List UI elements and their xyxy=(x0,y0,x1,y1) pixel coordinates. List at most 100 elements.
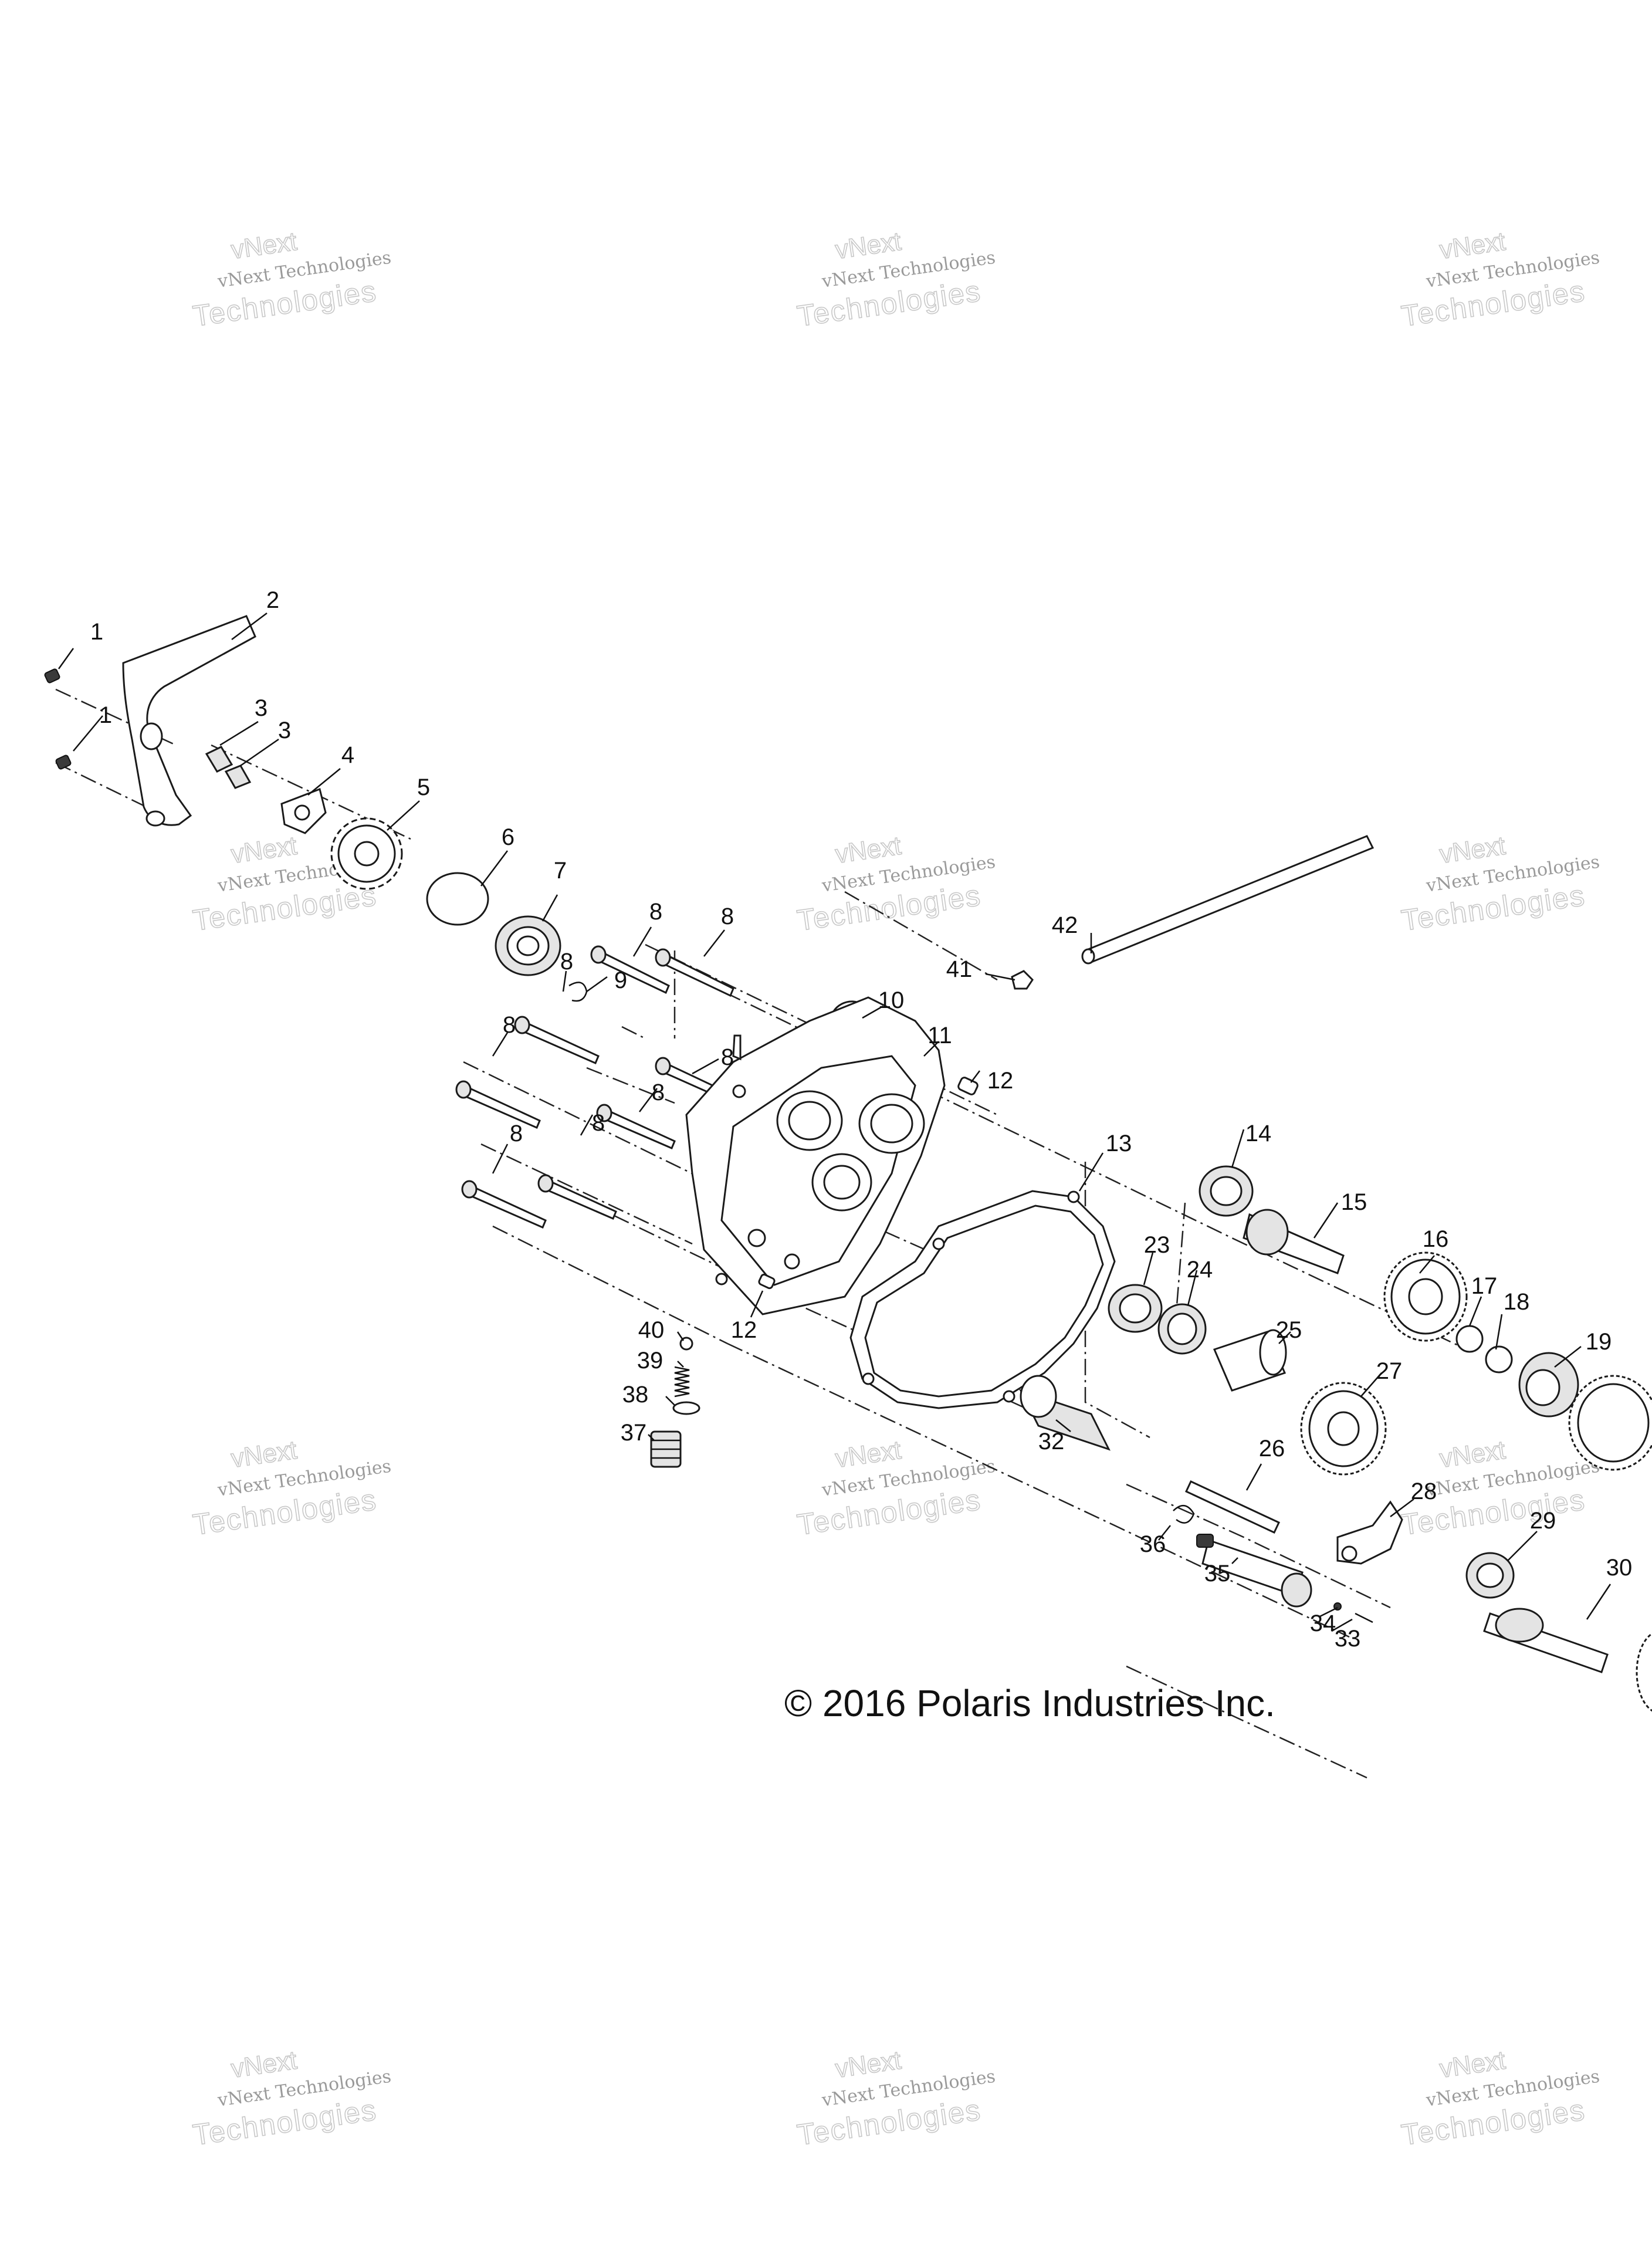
svg-text:vNext: vNext xyxy=(229,831,299,869)
svg-text:vNext: vNext xyxy=(834,831,903,869)
callout-label: 4 xyxy=(341,742,354,768)
callout-label: 13 xyxy=(1106,1131,1132,1156)
guard-bracket-part-2 xyxy=(122,615,256,827)
callout-label: 27 xyxy=(1376,1358,1403,1384)
callout-label: 24 xyxy=(1187,1257,1213,1283)
shift-fork-part-28 xyxy=(1336,1500,1403,1565)
washer-part-38 xyxy=(672,1401,700,1415)
watermark: vNext vNext Technologies Technologies xyxy=(795,1435,997,1542)
svg-text:vNext: vNext xyxy=(1438,1436,1507,1473)
bolt-part-8c xyxy=(514,1016,600,1064)
countershaft-part-30 xyxy=(1483,1608,1609,1673)
callout-label: 8 xyxy=(649,899,662,925)
callout-label: 2 xyxy=(266,587,279,613)
callout-label: 9 xyxy=(614,967,627,993)
shift-shaft-part-35 xyxy=(1196,1534,1312,1608)
watermark: vNext vNext Technologies Technologies xyxy=(1399,831,1601,938)
watermark: vNext vNext Technologies Technologies xyxy=(191,2045,392,2152)
callout-label: 3 xyxy=(255,695,268,721)
hub-part-19 xyxy=(1518,1352,1579,1418)
callout-label: 14 xyxy=(1245,1121,1272,1146)
callout-label: 29 xyxy=(1530,1508,1556,1534)
ring-part-17 xyxy=(1455,1325,1484,1353)
leader-lines xyxy=(57,613,1612,1632)
bolt-part-8h xyxy=(461,1180,547,1229)
svg-text:vNext: vNext xyxy=(834,2046,903,2083)
sprocket-part-5 xyxy=(330,817,403,890)
input-shaft-part-15 xyxy=(1243,1209,1345,1274)
gear-part-16 xyxy=(1383,1251,1468,1342)
callout-label: 8 xyxy=(721,904,734,929)
callout-label: 16 xyxy=(1423,1226,1449,1252)
watermark: vNext vNext Technologies Technologies xyxy=(191,226,392,333)
callout-label: 11 xyxy=(927,1023,952,1048)
callout-label: 15 xyxy=(1341,1189,1367,1215)
gasket-part-13 xyxy=(849,1190,1116,1409)
callout-label: 32 xyxy=(1038,1429,1065,1454)
watermark: vNext vNext Technologies Technologies xyxy=(795,831,997,938)
callout-label: 35 xyxy=(1204,1561,1231,1586)
gear-bottom-right-edge xyxy=(1636,1632,1652,1712)
gear-part-27 xyxy=(1300,1382,1387,1476)
callout-label: 37 xyxy=(621,1420,647,1446)
svg-text:vNext: vNext xyxy=(1438,227,1507,265)
watermark: vNext vNext Technologies Technologies xyxy=(795,226,997,333)
svg-text:vNext: vNext xyxy=(1438,831,1507,869)
callout-label: 23 xyxy=(1144,1232,1170,1258)
copyright-notice: © 2016 Polaris Industries Inc. xyxy=(784,1682,1275,1724)
callout-label: 17 xyxy=(1471,1273,1498,1299)
callout-label: 1 xyxy=(99,702,112,728)
callout-label: 5 xyxy=(417,774,430,800)
snap-ring-part-18 xyxy=(1485,1345,1513,1374)
callout-label: 41 xyxy=(946,956,973,982)
vent-tube-part-42 xyxy=(1081,835,1375,965)
watermark: vNext vNext Technologies Technologies xyxy=(1399,226,1601,333)
callout-label: 18 xyxy=(1504,1289,1530,1315)
bolt-part-8d xyxy=(455,1080,541,1129)
callout-labels: 1 1 2 3 3 4 5 6 7 8 8 8 9 8 10 11 8 12 8… xyxy=(90,587,1632,1652)
shift-rod-part-26 xyxy=(1185,1480,1280,1534)
callout-label: 8 xyxy=(510,1121,523,1146)
callout-label: 26 xyxy=(1259,1436,1285,1462)
shift-drum-part-32 xyxy=(1019,1375,1111,1451)
plug-part-37 xyxy=(650,1430,682,1468)
callout-label: 42 xyxy=(1052,912,1078,938)
watermark: vNext vNext Technologies Technologies xyxy=(191,1435,392,1542)
svg-text:vNext: vNext xyxy=(229,2046,299,2083)
dowel-pin-part-12b xyxy=(758,1273,776,1290)
needle-bearing-part-23 xyxy=(1108,1284,1163,1333)
callout-label: 34 xyxy=(1310,1611,1336,1636)
bolt-part-8b xyxy=(655,948,734,997)
snap-ring-part-6 xyxy=(426,872,489,926)
svg-text:vNext: vNext xyxy=(834,227,903,265)
svg-text:vNext: vNext xyxy=(834,1436,903,1473)
callout-label: 6 xyxy=(502,824,514,850)
spring-part-39 xyxy=(674,1366,690,1398)
callout-label: 39 xyxy=(637,1348,663,1374)
bearing-part-7 xyxy=(495,915,561,976)
callout-label: 1 xyxy=(90,619,103,645)
callout-label: 36 xyxy=(1140,1531,1166,1557)
seal-part-24 xyxy=(1157,1303,1207,1355)
callout-label: 8 xyxy=(592,1110,605,1136)
callout-label: 8 xyxy=(652,1080,665,1105)
hose-clamp-part-41 xyxy=(1011,970,1034,990)
callout-label: 28 xyxy=(1411,1479,1437,1504)
bolt-part-8f xyxy=(596,1104,676,1149)
callout-label: 8 xyxy=(503,1012,516,1038)
retainer-plate-part-4 xyxy=(280,787,327,834)
callout-label: 33 xyxy=(1335,1626,1361,1652)
callout-label: 38 xyxy=(622,1382,649,1408)
svg-text:vNext: vNext xyxy=(229,1436,299,1473)
callout-label: 30 xyxy=(1606,1555,1633,1581)
bolt-part-8a xyxy=(590,945,670,994)
watermark: vNext vNext Technologies Technologies xyxy=(795,2045,997,2152)
screw-part-1b xyxy=(55,755,72,770)
pin-part-33 xyxy=(1355,1612,1373,1623)
callout-label: 8 xyxy=(721,1044,734,1070)
bolt-part-3a xyxy=(205,746,233,773)
svg-text:vNext: vNext xyxy=(1438,2046,1507,2083)
bearing-part-29 xyxy=(1465,1552,1515,1599)
svg-text:vNext: vNext xyxy=(229,227,299,265)
callout-label: 12 xyxy=(987,1068,1014,1094)
